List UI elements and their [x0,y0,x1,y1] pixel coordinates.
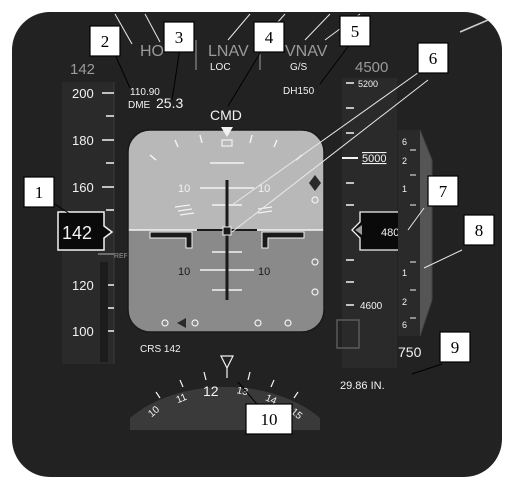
callout-leader [319,43,351,85]
fma-left-mode: HO [140,43,164,60]
svg-text:5: 5 [351,22,360,41]
pitch-label: 10 [258,266,270,278]
svg-text:9: 9 [451,338,460,357]
callout-7: 7 [427,175,459,207]
course-readout: CRS 142 [140,344,181,355]
vsi-scale-label: 2 [402,297,407,307]
airspeed-value: 142 [62,223,92,243]
pitch-label: 10 [178,183,190,195]
vsi-scale-label: 6 [402,137,407,147]
svg-text:3: 3 [175,28,184,47]
fma-lead-line [227,13,251,41]
svg-text:7: 7 [439,182,448,201]
speed-select-readout: 142 [70,61,95,78]
callout-leader [407,207,425,231]
heading-label: 13 [236,385,250,398]
altitude-tick-label: 5200 [358,79,378,89]
fma-roll-mode: LNAV [208,43,249,60]
attitude-indicator: 10 10 10 10 [127,127,325,333]
panel-edge-highlight [459,19,489,33]
callout-4: 4 [253,21,285,53]
fma-pitch-sub-mode: G/S [290,62,308,73]
fma-lead-line [114,13,133,45]
heading-label: 12 [203,383,219,399]
altitude-tick-label: 4600 [360,301,383,312]
vsi-scale-label: 6 [402,320,407,330]
decision-height: DH150 [283,86,315,97]
callout-8: 8 [463,214,495,246]
pitch-label: 10 [178,266,190,278]
vsi-scale-label: 2 [402,156,407,166]
sky-area [128,130,324,230]
cmd-annunciator: CMD [210,107,242,123]
vertical-speed-readout: 750 [398,344,422,360]
vsi-scale-label: 1 [402,268,407,278]
callout-leader [52,202,71,215]
heading-label: 11 [175,392,189,406]
callout-leader [171,47,181,101]
svg-text:10: 10 [261,410,278,429]
pitch-label: 10 [258,183,270,195]
speed-tick-label: 200 [72,86,94,101]
ground-area [128,230,324,332]
svg-text:6: 6 [429,49,438,68]
glideslope-pointer [309,175,321,191]
callout-leader [227,49,263,107]
speed-tick-label: 180 [72,133,94,148]
fma-lead-line [304,13,331,41]
callout-leader [231,79,429,233]
callout-3: 3 [163,21,195,53]
vsi-scale-label: 1 [402,184,407,194]
speed-tick-label: 160 [72,180,94,195]
bank-pointer [221,127,233,137]
fma-lead-line [144,13,161,43]
altitude-select-readout: 4500 [355,59,388,76]
dme-label: DME [128,100,151,111]
callout-1: 1 [23,176,55,208]
callout-5: 5 [339,15,371,47]
callout-leader [423,249,463,269]
airspeed-readout: 142 [57,211,114,251]
airplane-symbol-left-wing [149,231,193,249]
airplane-symbol-right-wing [261,231,305,249]
svg-text:1: 1 [35,183,44,202]
dme-distance: 25.3 [156,95,183,111]
nav-frequency: 110.90 [130,87,160,98]
callout-2: 2 [89,25,121,57]
altitude-tick-label: 5000 [362,153,386,165]
speed-tick-label: 100 [72,324,94,339]
callout-6: 6 [417,42,449,74]
altitude-bug [336,319,360,349]
svg-text:4: 4 [265,28,274,47]
airplane-symbol-center [222,226,232,236]
heading-pointer [220,355,234,370]
vertical-speed-indicator: 6 2 1 1 2 6 [398,129,433,337]
callout-leader [411,363,443,375]
speed-trend-strip [100,262,108,362]
barometric-setting: 29.86 IN. [340,380,385,392]
ref-speed-bug-label: REF [114,253,128,260]
callout-9: 9 [439,331,471,363]
fma-roll-sub-mode: LOC [210,62,231,73]
localizer-pointer [177,318,186,328]
callout-10: 10 [245,403,293,435]
svg-text:8: 8 [475,221,484,240]
svg-text:2: 2 [101,32,110,51]
speed-tick-label: 120 [72,278,94,293]
callout-leader [231,69,423,206]
fma-pitch-mode: VNAV [285,43,328,60]
